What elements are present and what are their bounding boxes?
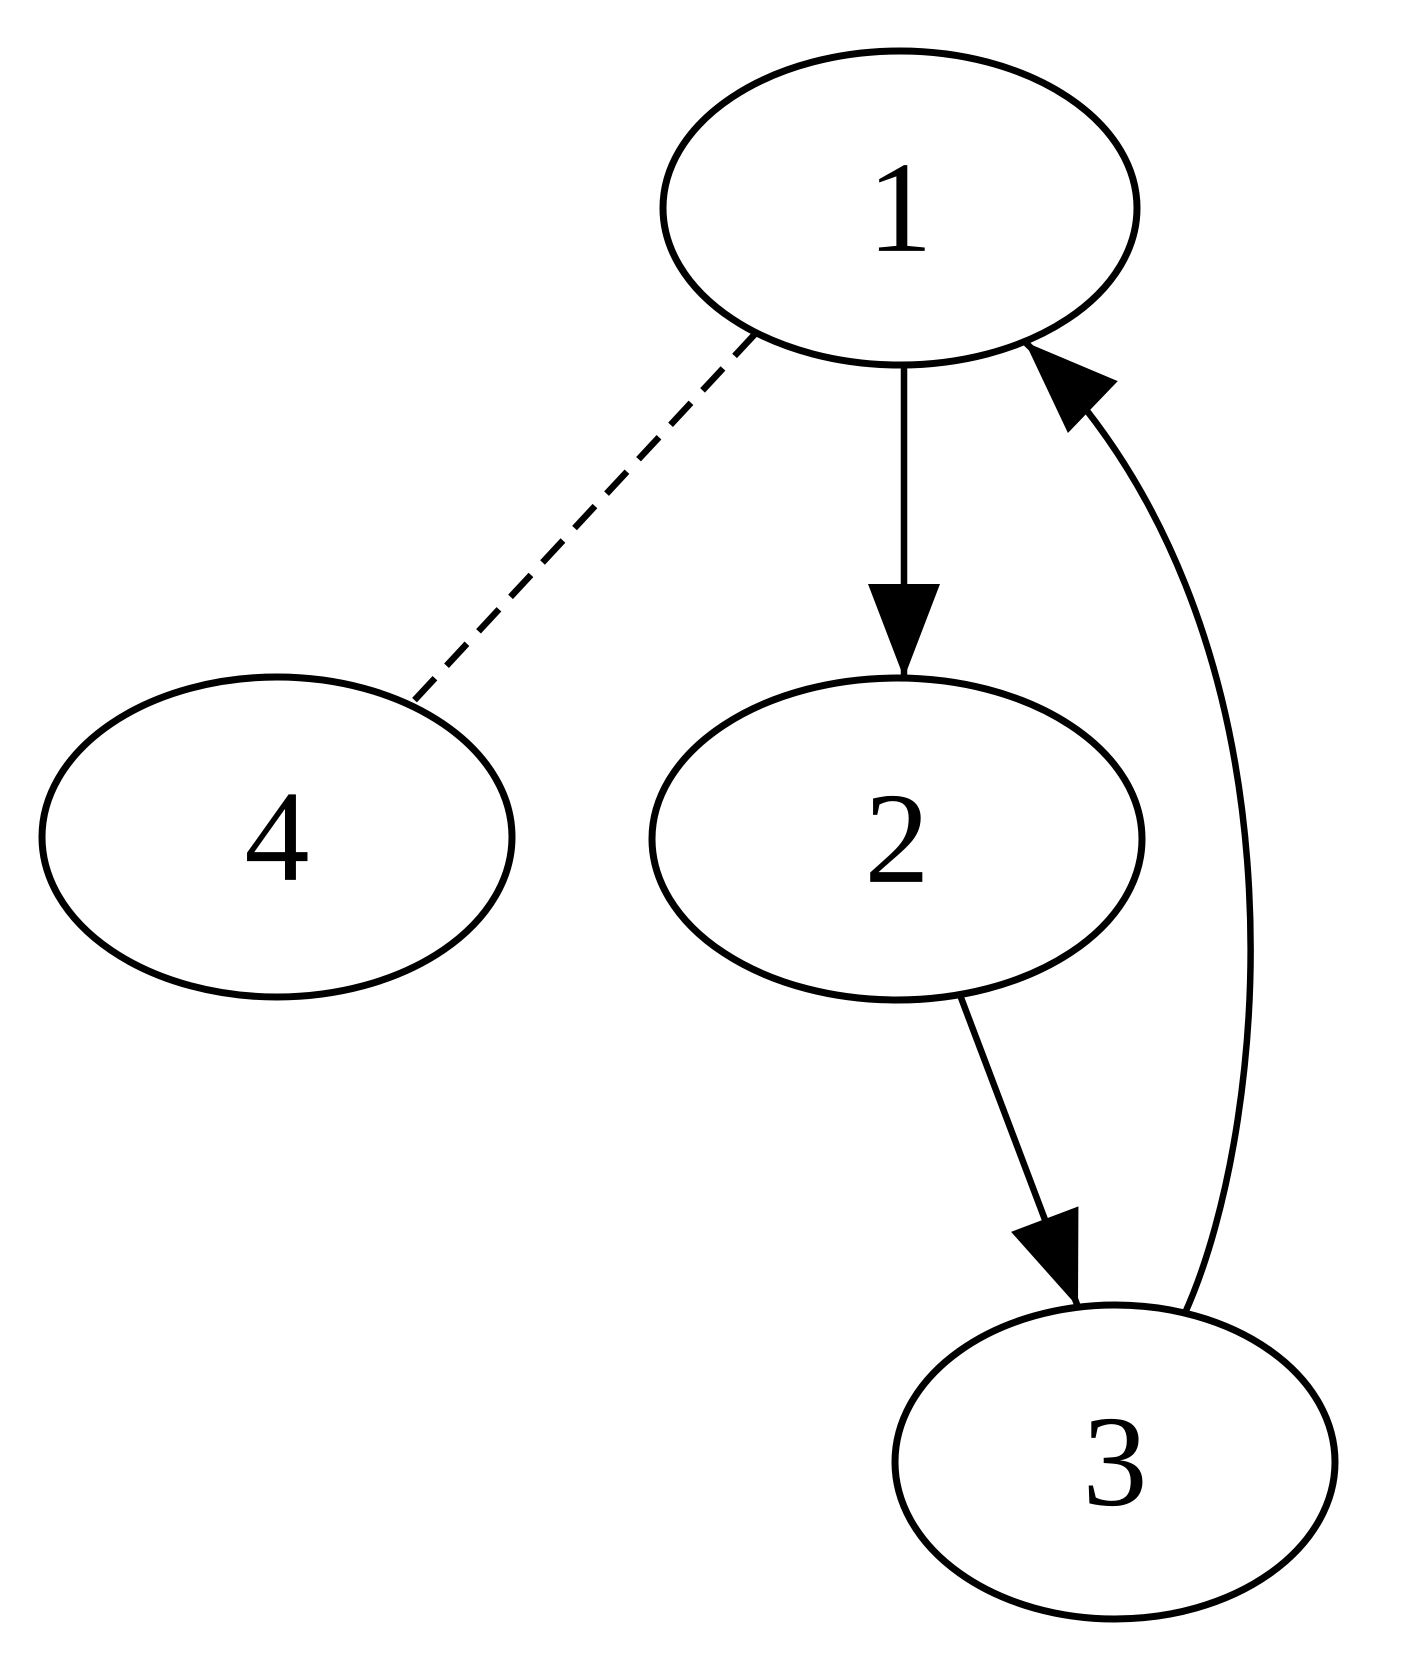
node-label-3: 3 xyxy=(1083,1390,1148,1534)
node-ellipse-1 xyxy=(659,47,1141,369)
node-label-4: 4 xyxy=(245,765,310,909)
node-2: 2 xyxy=(648,674,1146,1004)
node-label-1: 1 xyxy=(868,136,933,280)
edge-2-3-arrow xyxy=(956,993,1082,1309)
node-label-2: 2 xyxy=(865,767,930,911)
edge-3-1-arrow xyxy=(1022,339,1254,1315)
node-ellipse-2 xyxy=(648,674,1146,1004)
node-3: 3 xyxy=(891,1301,1339,1623)
node-1: 1 xyxy=(659,47,1141,369)
edge-1-4-dashed xyxy=(407,331,758,708)
node-ellipse-4 xyxy=(38,673,516,1001)
node-ellipse-3 xyxy=(891,1301,1339,1623)
node-4: 4 xyxy=(38,673,516,1001)
